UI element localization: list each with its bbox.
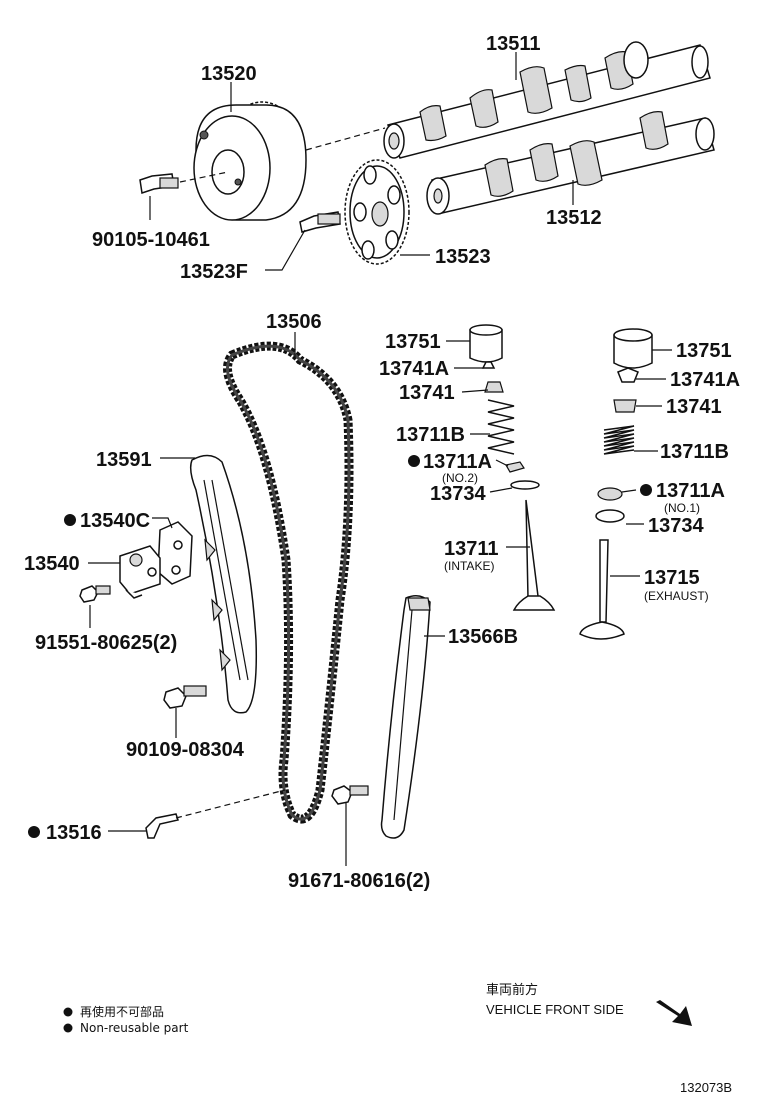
gasket-13540C (157, 521, 193, 585)
bolt-13523F (299, 211, 341, 233)
label-13523: 13523 (435, 246, 491, 268)
label-13512: 13512 (546, 207, 602, 229)
label-13540C: 13540C (80, 510, 150, 532)
chain-slipper-13566B (380, 595, 431, 839)
label-13741-intake: 13741 (399, 382, 455, 404)
label-13711B-intake: 13711B (396, 424, 465, 446)
leader-lines-top (149, 52, 574, 271)
figure-id: 132073B (680, 1080, 732, 1095)
leader-13540C (152, 517, 173, 529)
non-reusable-markers (28, 455, 652, 1033)
label-13566B: 13566B (448, 626, 518, 648)
label-13506: 13506 (266, 311, 322, 333)
label-90109: 90109-08304 (126, 739, 245, 761)
label-13711A-intake: 13711A (423, 451, 492, 473)
label-13516: 13516 (46, 822, 102, 844)
label-13523F: 13523F (180, 261, 248, 283)
bolt-91671 (331, 785, 369, 866)
front-direction-arrow (656, 1000, 692, 1026)
direction-en: VEHICLE FRONT SIDE (486, 1002, 624, 1017)
exhaust-valve-stack (579, 328, 653, 640)
label-13741A-exhaust: 13741A (670, 369, 740, 391)
legend-jp: 再使用不可部品 (80, 1004, 164, 1019)
label-13734-exhaust: 13734 (648, 515, 704, 537)
label-13751-exhaust: 13751 (676, 340, 732, 362)
label-13511: 13511 (486, 33, 541, 55)
label-13715: 13715 (644, 567, 700, 589)
leader-lines-intake (446, 340, 530, 548)
sprocket-13523 (344, 159, 410, 265)
chain-guide-13591 (189, 454, 258, 714)
bolt-90105 (139, 173, 179, 194)
vvt-gear-13520 (193, 101, 307, 221)
label-13540: 13540 (24, 553, 80, 575)
tensioner-13540 (119, 545, 161, 599)
label-13711-sub: (INTAKE) (444, 559, 494, 573)
label-13711: 13711 (444, 538, 499, 560)
bolt-90109 (163, 685, 207, 738)
bolt-91551 (79, 585, 111, 628)
label-13741A-intake: 13741A (379, 358, 449, 380)
label-13591: 13591 (96, 449, 152, 471)
intake-valve-stack (469, 324, 556, 611)
label-13711A-intake-sub: (NO.2) (442, 471, 478, 485)
leader-lines-exhaust (610, 349, 672, 577)
label-13711A-exhaust-sub: (NO.1) (664, 501, 700, 515)
label-91671: 91671-80616(2) (288, 870, 430, 892)
label-13711B-exhaust: 13711B (660, 441, 729, 463)
label-13751-intake: 13751 (385, 331, 441, 353)
label-90105: 90105-10461 (92, 229, 210, 251)
camshaft-13512 (426, 111, 715, 215)
direction-jp: 車両前方 (486, 982, 538, 997)
timing-chain-13506 (223, 341, 354, 824)
camshaft-13511 (383, 41, 711, 159)
label-13741-exhaust: 13741 (666, 396, 722, 418)
oil-nozzle-13516 (108, 789, 286, 839)
label-13520: 13520 (201, 63, 257, 85)
label-13715-sub: (EXHAUST) (644, 589, 709, 603)
legend-en: Non-reusable part (80, 1021, 189, 1035)
label-13711A-exhaust: 13711A (656, 480, 725, 502)
label-91551: 91551-80625(2) (35, 632, 177, 654)
label-13734-intake: 13734 (430, 483, 486, 505)
